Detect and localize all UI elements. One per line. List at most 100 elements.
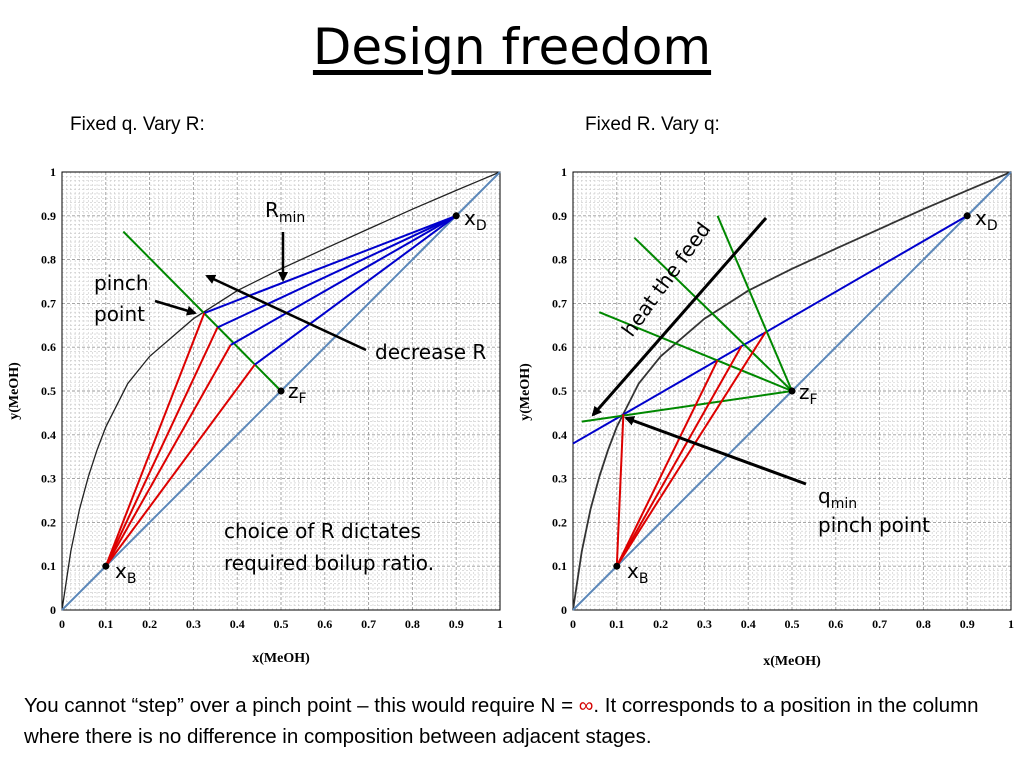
stripping-line	[615, 345, 743, 567]
y-tick-label: 0.3	[41, 472, 56, 486]
y-tick-label: 0.4	[552, 428, 567, 442]
left-x-axis-label: x(MeOH)	[252, 651, 310, 666]
x-tick-label: 0.9	[960, 617, 975, 631]
footer-text: You cannot “step” over a pinch point – t…	[24, 694, 979, 748]
decrease-r-label: decrease R	[375, 340, 486, 364]
y-tick-label: 0.6	[552, 340, 567, 354]
x-tick-label: 0.7	[872, 617, 887, 631]
left-zf-label: zF	[288, 379, 307, 407]
y-tick-label: 0.1	[552, 559, 567, 573]
rectifying-line	[254, 214, 457, 366]
left-chart-frame	[61, 171, 501, 611]
right-chart: 00 0.1 0.1 0.2 0.2 0.3 0.3 0.4 0.4 0.5 0.5 0.6 0.6 0.…	[518, 165, 1014, 669]
right-equilibrium-curve	[572, 171, 1012, 611]
q-line	[633, 236, 793, 392]
x-tick-label: 0.1	[609, 617, 624, 631]
y-tick-label: 0.7	[41, 296, 56, 310]
qmin-arrow	[624, 416, 807, 486]
x-tick-label: 0.3	[697, 617, 712, 631]
right-xd-label: xD	[975, 206, 998, 234]
rectifying-line	[203, 214, 457, 314]
right-stripping-lines	[615, 331, 767, 567]
rectifying-line	[230, 214, 457, 346]
right-rectifying-line	[572, 214, 968, 445]
y-tick-label: 0.7	[552, 296, 567, 310]
x-tick-label: 0.6	[828, 617, 843, 631]
x-tick-label: 0.8	[916, 617, 931, 631]
left-stripping-lines	[104, 312, 256, 567]
stripping-line	[615, 414, 625, 567]
right-chart-tick-labels: 00 0.1 0.1 0.2 0.2 0.3 0.3 0.4 0.4 0.5 0.5 0.6 0.6 0.…	[552, 165, 1014, 631]
right-zf-label: zF	[799, 380, 818, 408]
qmin-label: qmin	[818, 484, 857, 512]
y-tick-label: 0	[561, 603, 567, 617]
pinch-point-label: pinch point	[818, 513, 930, 537]
rmin-label: Rmin	[265, 198, 305, 226]
y-tick-label: 0.5	[552, 384, 567, 398]
y-tick-label: 0.2	[41, 515, 56, 529]
y-tick-label: 0.6	[41, 340, 56, 354]
infinity-symbol: ∞	[578, 694, 594, 717]
xB-point	[613, 562, 621, 570]
y-tick-label: 0.1	[41, 559, 56, 573]
stripping-line	[104, 327, 219, 567]
right-y-axis-label: y(MeOH)	[518, 363, 533, 421]
x-tick-label: 0	[570, 617, 576, 631]
x-tick-label: 0.4	[230, 617, 245, 631]
x-tick-label: 0.8	[405, 617, 420, 631]
x-tick-label: 0.2	[653, 617, 668, 631]
y-tick-label: 1	[561, 165, 567, 179]
stripping-line	[615, 359, 719, 567]
stripping-line	[104, 344, 232, 567]
left-xb-label: xB	[115, 559, 136, 587]
heat-feed-arrow	[591, 217, 768, 417]
left-rectifying-lines	[203, 214, 457, 366]
x-tick-label: 0.5	[785, 617, 800, 631]
x-tick-label: 1	[497, 617, 503, 631]
right-chart-frame	[572, 171, 1012, 611]
right-x-axis-label: x(MeOH)	[763, 654, 821, 669]
choice-note-line1: choice of R dictates	[224, 519, 421, 543]
y-tick-label: 0	[50, 603, 56, 617]
stripping-line	[104, 364, 256, 567]
q-line	[581, 390, 793, 423]
x-tick-label: 0.1	[98, 617, 113, 631]
y-tick-label: 0.8	[552, 253, 567, 267]
left-composition-points	[102, 212, 460, 570]
left-equilibrium-curve	[61, 171, 501, 611]
left-chart-tick-labels: 000.10.10.20.20.30.30.40.40.50.50.60.60.…	[41, 165, 503, 631]
x-tick-label: 0.4	[741, 617, 756, 631]
xD-point	[963, 212, 971, 220]
y-tick-label: 1	[50, 165, 56, 179]
xD-point	[452, 212, 460, 220]
stripping-line	[104, 312, 206, 567]
right-subtitle: Fixed R. Vary q:	[585, 114, 720, 135]
left-subtitle: Fixed q. Vary R:	[70, 114, 205, 135]
pinch-label-line1: pinch	[94, 271, 149, 295]
zF-point	[788, 387, 796, 395]
x-tick-label: 1	[1008, 617, 1014, 631]
choice-note-line2: required boilup ratio.	[224, 551, 434, 575]
x-tick-label: 0	[59, 617, 65, 631]
page-title: Design freedom	[312, 18, 712, 76]
pinch-label-line2: point	[94, 302, 145, 326]
right-q-lines	[581, 215, 793, 423]
y-tick-label: 0.9	[41, 209, 56, 223]
x-tick-label: 0.6	[317, 617, 332, 631]
y-tick-label: 0.8	[41, 253, 56, 267]
right-composition-points	[613, 212, 971, 570]
left-xd-label: xD	[464, 206, 487, 234]
y-tick-label: 0.3	[552, 472, 567, 486]
left-chart: 000.10.10.20.20.30.30.40.40.50.50.60.60.…	[7, 165, 503, 666]
right-xb-label: xB	[627, 559, 648, 587]
y-tick-label: 0.2	[552, 515, 567, 529]
xB-point	[102, 562, 110, 570]
pinch-arrow	[154, 299, 197, 316]
y-tick-label: 0.9	[552, 209, 567, 223]
stripping-line	[615, 331, 767, 567]
x-tick-label: 0.2	[142, 617, 157, 631]
rectifying-line	[217, 214, 457, 329]
x-tick-label: 0.7	[361, 617, 376, 631]
x-tick-label: 0.9	[449, 617, 464, 631]
